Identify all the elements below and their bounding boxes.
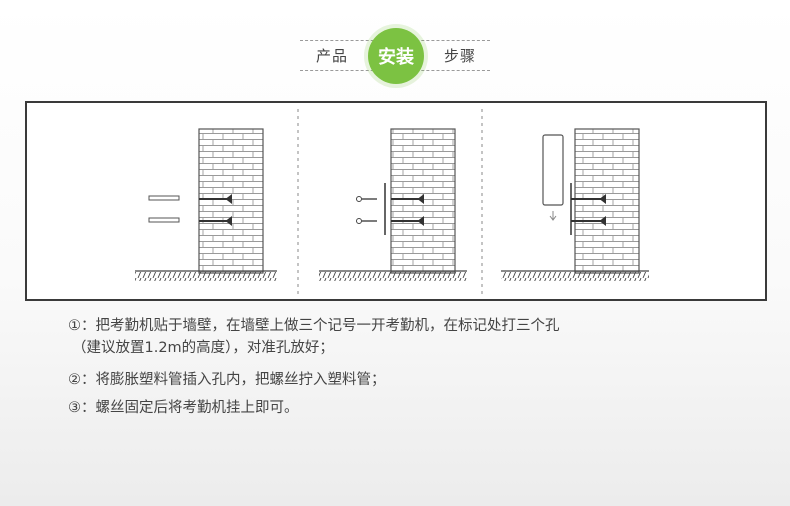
ground-hatching [135, 272, 277, 281]
step1-text-line1: ①：把考勤机贴于墙壁，在墙壁上做三个记号一开考勤机，在标记处打三个孔 [68, 318, 560, 334]
screws [356, 196, 377, 224]
header-left-word: 产品 [316, 47, 349, 65]
step2-illustration [319, 128, 467, 281]
header-right-word: 步骤 [444, 47, 477, 65]
brick-wall [574, 128, 640, 274]
step3-text: ③：螺丝固定后将考勤机挂上即可。 [68, 400, 299, 416]
installation-diagram [135, 109, 649, 295]
inserted-anchors [391, 194, 424, 226]
step2-text: ②：将膨胀塑料管插入孔内，把螺丝拧入塑料管； [68, 372, 386, 388]
step1-illustration [135, 128, 277, 281]
plastic-anchors [148, 195, 180, 223]
fixed-screws [571, 194, 606, 226]
step1-text-line2: （建议放置1.2m的高度），对准孔放好； [72, 340, 334, 356]
step3-illustration [501, 128, 649, 281]
section-header: 产品 安装 步骤 [0, 0, 790, 100]
installation-illustration-panel [25, 101, 767, 301]
attendance-machine [542, 134, 564, 206]
ground-hatching [319, 272, 467, 281]
header-badge: 安装 [368, 28, 424, 84]
down-arrow-icon [549, 211, 557, 221]
ground-hatching [501, 272, 649, 281]
drilled-holes [199, 194, 232, 226]
